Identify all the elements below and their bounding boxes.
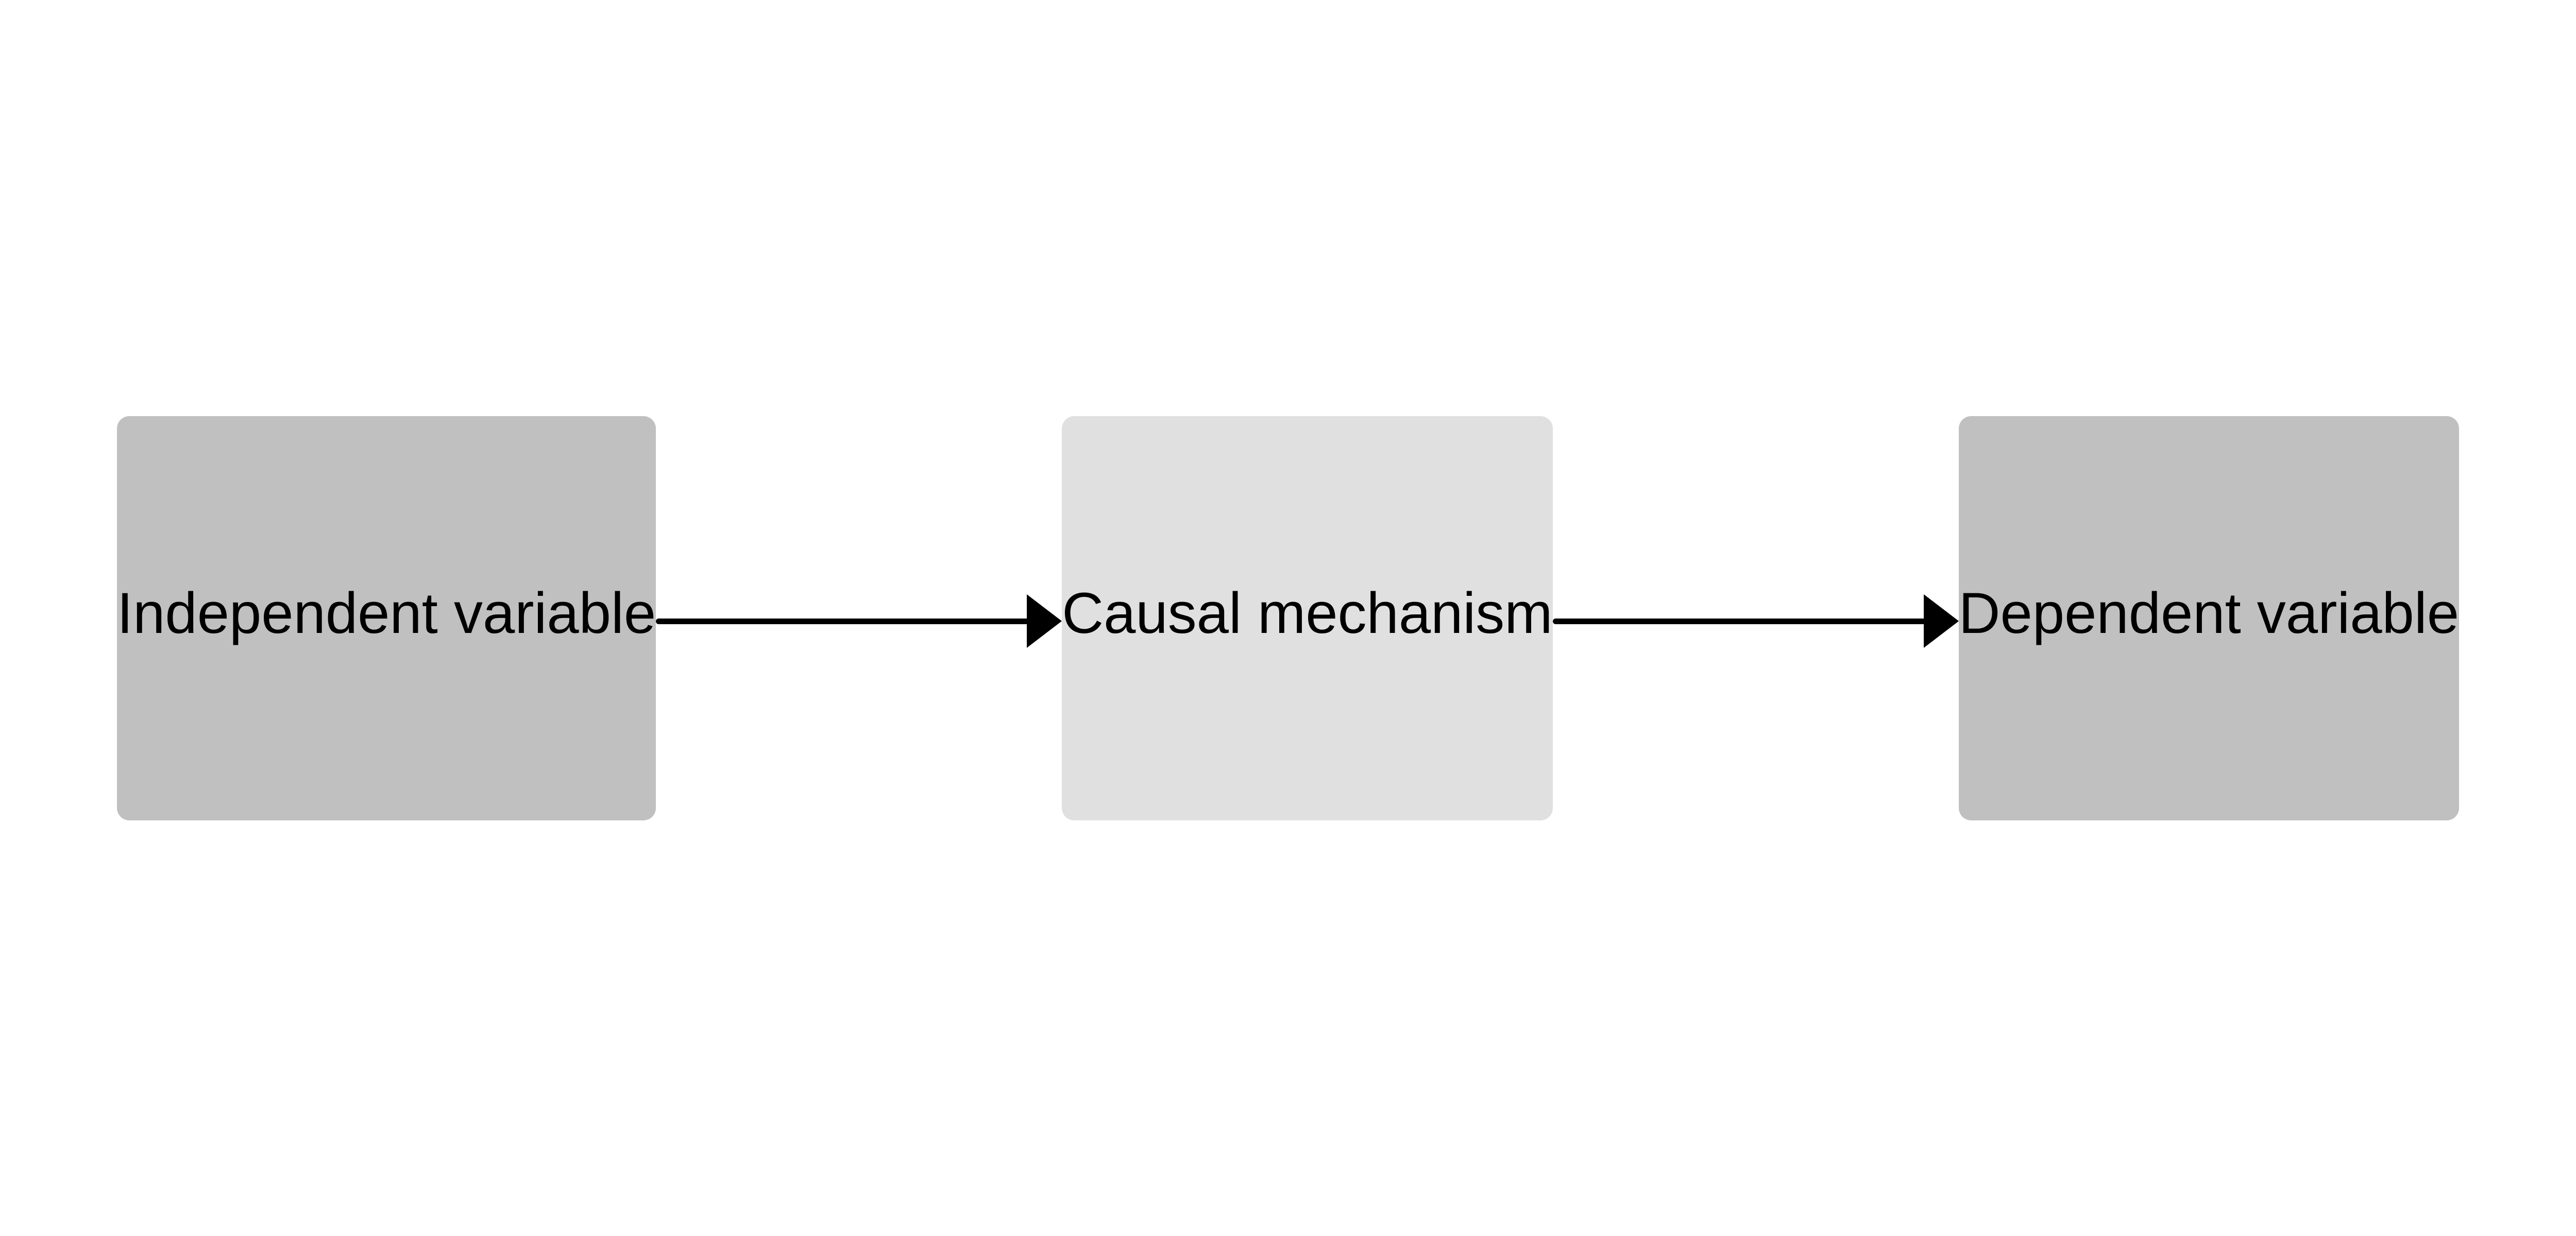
edge-independent-to-mechanism (656, 593, 1062, 649)
arrowhead-icon (1027, 594, 1062, 648)
node-label: Independent variable (117, 580, 656, 645)
node-causal-mechanism: Causal mechanism (1062, 416, 1553, 820)
edge-mechanism-to-dependent (1552, 593, 1959, 649)
node-dependent-variable: Dependent variable (1958, 416, 2460, 820)
edge-line (1552, 618, 1926, 624)
node-independent-variable: Independent variable (117, 416, 656, 820)
edge-line (656, 618, 1029, 624)
arrowhead-icon (1923, 594, 1959, 648)
node-label: Dependent variable (1958, 580, 2460, 645)
node-label: Causal mechanism (1062, 580, 1553, 645)
